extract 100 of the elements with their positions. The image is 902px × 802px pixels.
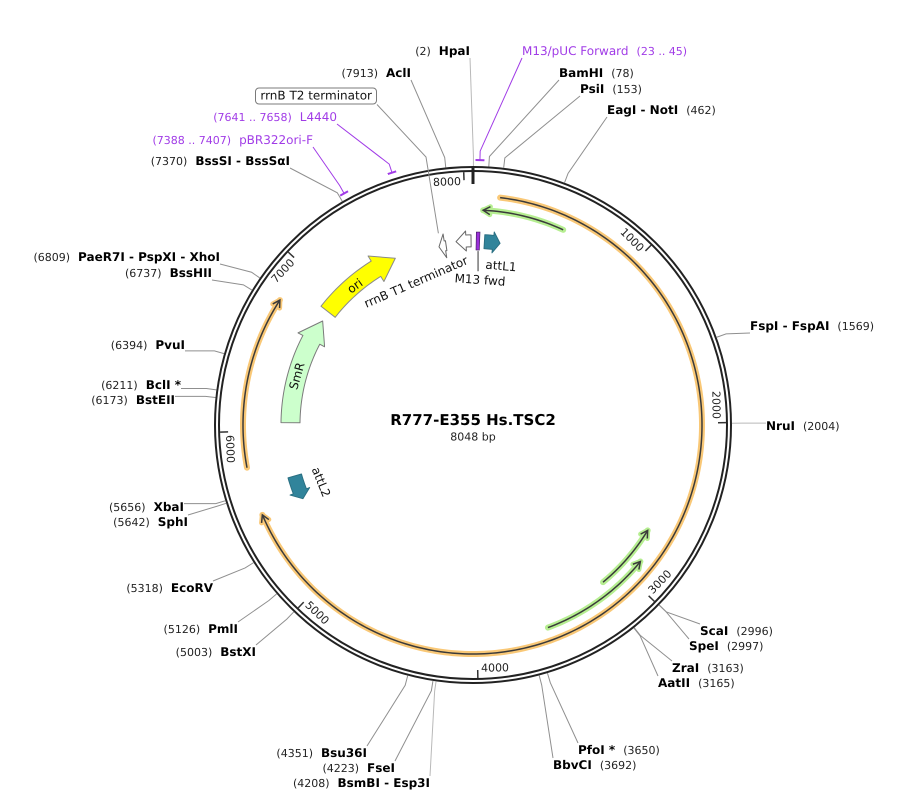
leader-line [470, 58, 474, 166]
leader-line [312, 146, 350, 197]
leader-line [478, 250, 479, 272]
leader-line [410, 80, 446, 168]
enzyme-name: BclI * [146, 378, 181, 392]
site-position: (5642) [113, 516, 150, 529]
leader-line [376, 104, 439, 234]
leader-line [212, 280, 252, 291]
site-position: (4351) [276, 747, 313, 760]
enzyme-name: AclI [386, 66, 411, 80]
enzyme-name: FseI [367, 761, 395, 775]
enzyme-name: Bsu36I [321, 746, 367, 760]
site-position: (1569) [837, 320, 874, 333]
site-position: (7913) [341, 67, 378, 80]
leader-line [238, 593, 278, 622]
scale-label: 8000 [432, 175, 461, 190]
leader-line [546, 672, 578, 744]
plasmid-size: 8048 bp [450, 430, 496, 444]
site-position: (3163) [707, 662, 744, 675]
enzyme-name: EcoRV [170, 581, 213, 595]
enzyme-name: EagI - NotI [607, 103, 678, 117]
enzyme-name: BbvCI [553, 758, 592, 772]
feature-label: attL1 [484, 258, 518, 274]
leader-line [488, 80, 560, 167]
feature-label: SmR [286, 360, 308, 392]
site-position: (3692) [600, 759, 636, 772]
plasmid-name: R777-E355 Hs.TSC2 [390, 411, 556, 429]
enzyme-name: NruI [766, 419, 795, 433]
enzyme-name: BsmBI - Esp3I [338, 776, 430, 790]
leader-line [634, 627, 672, 662]
site-position: (2996) [736, 625, 773, 638]
scale-label: 6000 [223, 435, 238, 464]
enzyme-name: PfoI * [578, 743, 616, 757]
site-position: (5318) [126, 582, 163, 595]
primer-position: (23 .. 45) [636, 45, 688, 58]
leader-line [184, 350, 225, 354]
primer-name: M13/pUC Forward [522, 44, 629, 58]
leader-line [716, 332, 750, 338]
leader-line [633, 627, 658, 676]
feature-symbol [438, 233, 448, 259]
enzyme-name: SpeI [689, 639, 719, 653]
enzyme-name: ZraI [672, 661, 700, 675]
leader-line [658, 604, 700, 624]
leader-line [180, 388, 217, 390]
leader-line [394, 680, 434, 762]
site-position: (3165) [698, 677, 735, 690]
feature-symbol [287, 473, 312, 500]
scale-label: 2000 [710, 391, 723, 420]
leader-line [732, 422, 766, 424]
enzyme-name: BstXI [220, 645, 256, 659]
leader-line [174, 396, 216, 398]
site-position: (5003) [176, 646, 212, 659]
primer-position: (7388 .. 7407) [152, 134, 232, 147]
enzyme-name: BssSI - BssSαI [195, 154, 290, 168]
site-position: (153) [612, 83, 642, 96]
site-position: (6809) [33, 251, 70, 264]
leader-line [430, 680, 437, 776]
site-position: (3650) [623, 744, 660, 757]
enzyme-name: PsiI [580, 82, 604, 96]
enzyme-name: BamHI [559, 66, 604, 80]
primer-name: pBR322ori-F [239, 133, 313, 147]
leader-line [184, 500, 226, 504]
site-position: (462) [686, 104, 716, 117]
feature-label: ori [344, 276, 366, 296]
leader-line [474, 58, 522, 162]
site-position: (6394) [110, 339, 148, 352]
feature-callout: rrnB T2 terminator [255, 88, 377, 104]
enzyme-name: AatII [658, 676, 690, 690]
leader-line [503, 96, 580, 168]
feature-symbol [454, 230, 472, 252]
site-position: (6211) [101, 379, 138, 392]
enzyme-name: XbaI [154, 500, 184, 514]
enzyme-name: BstEII [136, 393, 175, 407]
leader-line [564, 116, 608, 184]
site-position: (5656) [109, 501, 146, 514]
leader-line [188, 502, 227, 516]
leader-line [538, 674, 554, 758]
leader-line [336, 124, 398, 176]
enzyme-name: ScaI [700, 624, 728, 638]
leader-line [366, 675, 408, 746]
site-position: (2997) [726, 640, 764, 653]
site-position: (4208) [292, 777, 330, 790]
site-position: (5126) [164, 623, 200, 636]
enzyme-name: FspI - FspAI [750, 319, 830, 333]
site-position: (78) [611, 67, 634, 80]
primer-position: (7641 .. 7658) [213, 111, 292, 124]
site-position: (4223) [322, 762, 360, 775]
site-position: (6173) [91, 394, 128, 407]
primer-name: L4440 [300, 110, 337, 124]
leader-line [256, 611, 294, 646]
enzyme-name: SphI [158, 515, 188, 529]
enzyme-name: PvuI [155, 338, 185, 352]
site-position: (6737) [125, 267, 162, 280]
enzyme-name: BssHII [170, 266, 212, 280]
leader-line [290, 168, 343, 202]
scale-label: 4000 [480, 661, 510, 675]
enzyme-name: PmlI [208, 622, 238, 636]
leader-line [220, 264, 260, 278]
leader-line [212, 562, 254, 582]
site-position: (2004) [802, 420, 840, 433]
